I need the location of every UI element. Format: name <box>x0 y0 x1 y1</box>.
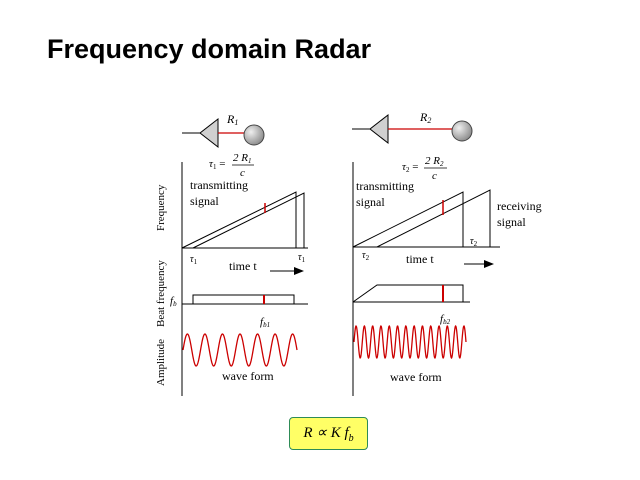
waveform-label-1: wave form <box>222 369 274 383</box>
time-arrow-2-head <box>484 260 494 268</box>
panel-1-delay-end-label: τ1 <box>298 252 306 264</box>
amplitude-axis-label: Amplitude <box>155 339 167 386</box>
panel-2-beat-frequency-trace <box>352 284 464 303</box>
panel-2: R2 τ2 = 2 R2 c transmitting signal recei… <box>352 110 542 396</box>
beat-frequency-axis-label: Beat frequency <box>155 260 167 327</box>
time-arrow-1-head <box>294 267 304 275</box>
transmitting-signal-2-line2: signal <box>356 195 385 209</box>
panel-1-delay-start-label: τ1 <box>190 254 198 266</box>
panel-2-receiving-ramp <box>376 189 491 248</box>
slide-title: Frequency domain Radar <box>47 34 372 64</box>
transmitting-signal-2-line1: transmitting <box>356 179 414 193</box>
delay-formula-2-lhs: τ2 = <box>402 161 418 174</box>
panel-1-waveform <box>182 333 298 367</box>
time-axis-label-2: time t <box>406 252 434 266</box>
panel-1: R1 τ1 = 2 R1 c transmitting signal τ1 τ1… <box>170 112 308 396</box>
antenna-2-icon <box>369 113 389 145</box>
range-label-1: R1 <box>226 112 238 127</box>
delay-formula-2-numerator: 2 R2 <box>425 155 444 168</box>
frequency-axis-label: Frequency <box>155 184 167 231</box>
range-label-2: R2 <box>419 110 431 125</box>
antenna-1-icon <box>199 117 219 149</box>
transmitting-signal-1-line2: signal <box>190 194 219 208</box>
target-2-icon <box>451 120 473 142</box>
waveform-label-2: wave form <box>390 370 442 384</box>
delay-formula-2-denominator: c <box>432 170 437 182</box>
target-1-icon <box>243 124 265 146</box>
panel-2-transmitting-ramp <box>352 191 464 248</box>
range-formula-box: R ∝ K fb <box>289 417 368 450</box>
range-formula: R ∝ K fb <box>303 425 354 444</box>
delay-formula-1-denominator: c <box>240 167 245 179</box>
beat-frequency-symbol: fb <box>170 295 177 308</box>
panel-2-waveform <box>353 324 467 360</box>
delay-formula-1-lhs: τ1 = <box>209 158 225 171</box>
beat-frequency-label-2: fb2 <box>440 313 451 326</box>
receiving-signal-line2: signal <box>497 215 526 229</box>
beat-frequency-label-1: fb1 <box>260 316 270 329</box>
time-axis-label-1: time t <box>229 259 257 273</box>
panel-2-delay-start-label: τ2 <box>362 250 370 262</box>
panel-1-transmitting-ramp <box>181 191 297 249</box>
panel-1-receiving-ramp <box>192 192 305 249</box>
panel-1-beat-frequency-trace <box>182 294 295 305</box>
transmitting-signal-1-line1: transmitting <box>190 178 248 192</box>
delay-formula-1-numerator: 2 R1 <box>233 152 251 165</box>
panel-2-delay-end-label: τ2 <box>470 236 478 248</box>
receiving-signal-line1: receiving <box>497 199 542 213</box>
